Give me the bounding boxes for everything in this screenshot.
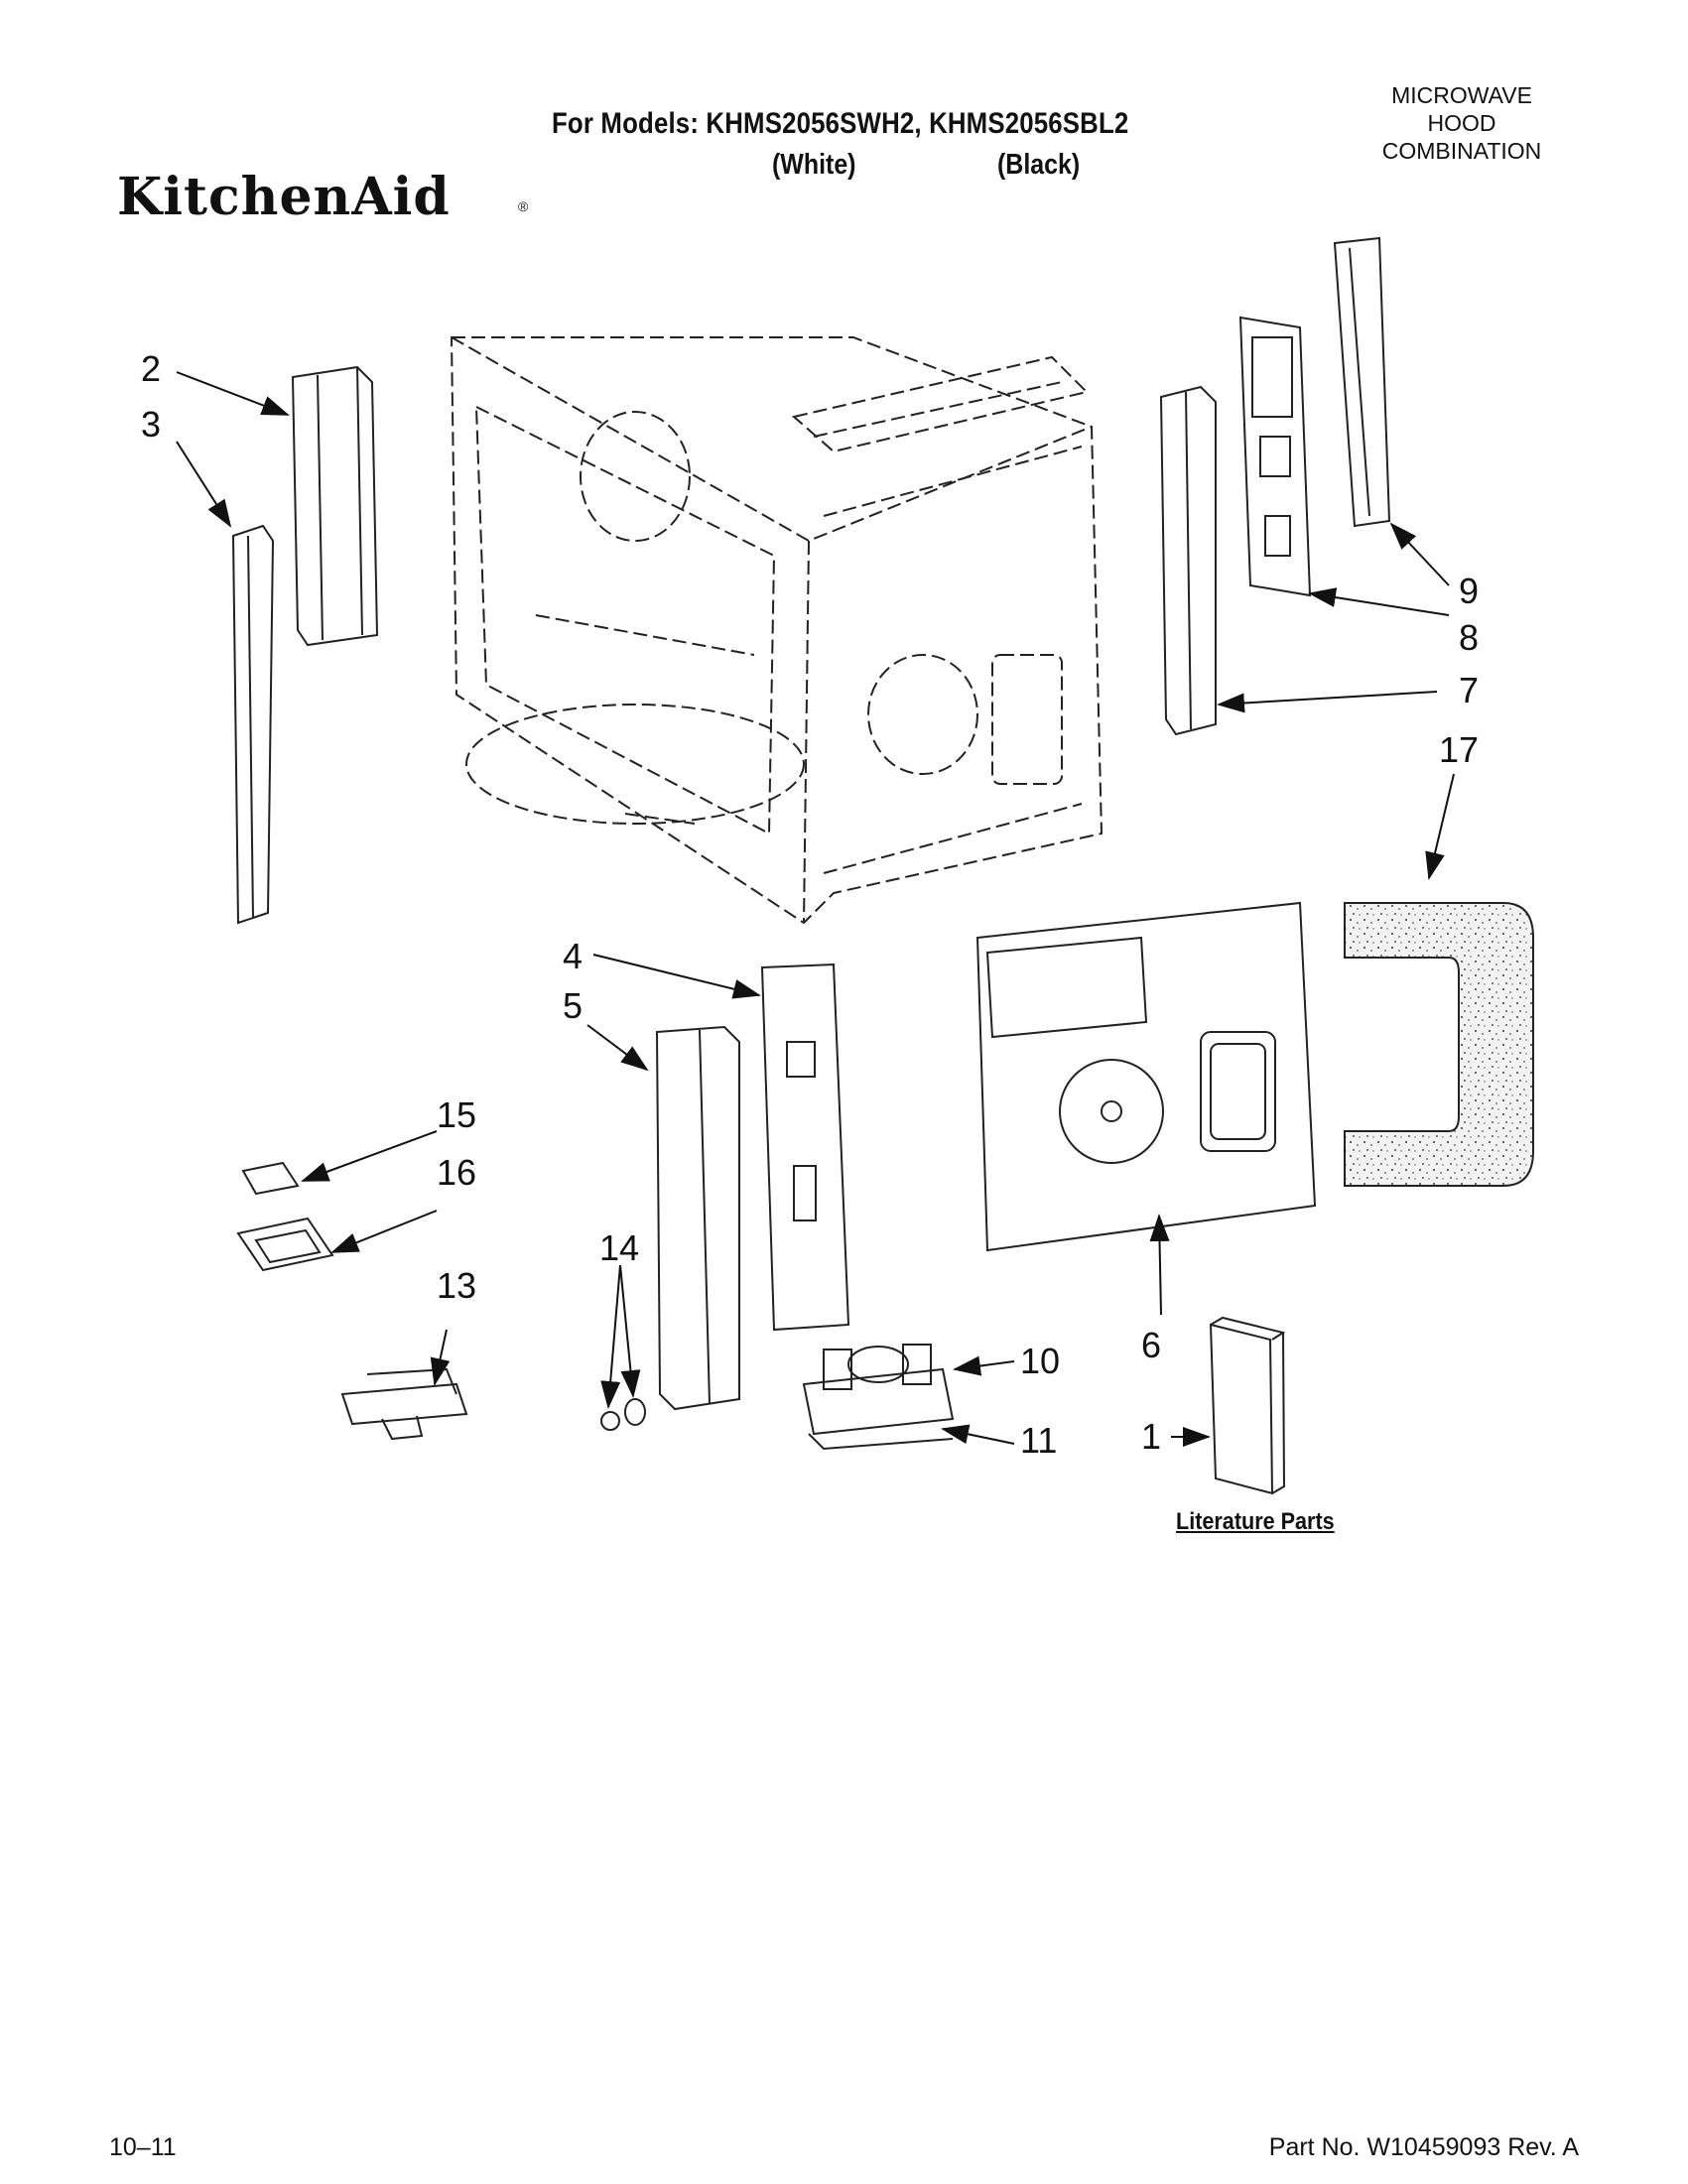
callout-5: 5 [563,985,584,1026]
part-14-plug [600,1411,620,1431]
part-2-side-channel [291,365,379,647]
variant-black-label: (Black) [997,149,1081,181]
models-label: For Models: KHMS2056SWH2, KHMS2056SBL2 [552,107,1129,140]
part-14-plug [624,1398,646,1426]
cavity-assembly [450,336,1104,925]
part-1-literature-book [1209,1316,1286,1495]
part-8-control-board [1238,316,1312,597]
part-5-side-trim [655,1025,740,1411]
variant-white-label: (White) [772,149,856,181]
part-number: Part No. W10459093 Rev. A [1268,2133,1579,2161]
callout-11: 11 [1020,1420,1058,1461]
callout-15: 15 [437,1094,477,1135]
callout-10: 10 [1020,1341,1061,1381]
part-10-11-motor-assembly [802,1344,955,1451]
brand-logo: KitchenAid [117,167,451,227]
part-6-bottom-plate [975,901,1317,1252]
part-16-tray [236,1217,334,1272]
part-7-side-channel [1159,385,1217,736]
revision-date: 10–11 [109,2133,177,2161]
product-category: MICROWAVE HOOD COMBINATION [1353,81,1571,165]
callout-14: 14 [599,1227,640,1268]
part-17-foam-seal [1344,902,1534,1187]
category-line: HOOD [1427,110,1496,136]
callout-13: 13 [437,1265,477,1306]
callout-16: 16 [437,1152,477,1193]
category-line: MICROWAVE [1391,82,1532,108]
callout-8: 8 [1459,617,1480,658]
category-line: COMBINATION [1381,138,1542,164]
callout-2: 2 [141,348,162,389]
part-13-bracket [340,1367,468,1441]
callout-1: 1 [1141,1416,1162,1457]
literature-parts-label: Literature Parts [1176,1508,1335,1535]
callout-17: 17 [1439,729,1480,770]
callout-4: 4 [563,936,584,976]
part-3-side-rail [231,524,275,925]
part-9-panel-frame [1333,236,1391,528]
callout-6: 6 [1141,1325,1162,1365]
callout-7: 7 [1459,670,1480,710]
part-15-label [241,1161,300,1196]
callout-9: 9 [1459,571,1480,611]
callout-3: 3 [141,404,162,445]
part-4-vent-panel [760,963,850,1332]
registered-mark: ® [518,198,529,214]
